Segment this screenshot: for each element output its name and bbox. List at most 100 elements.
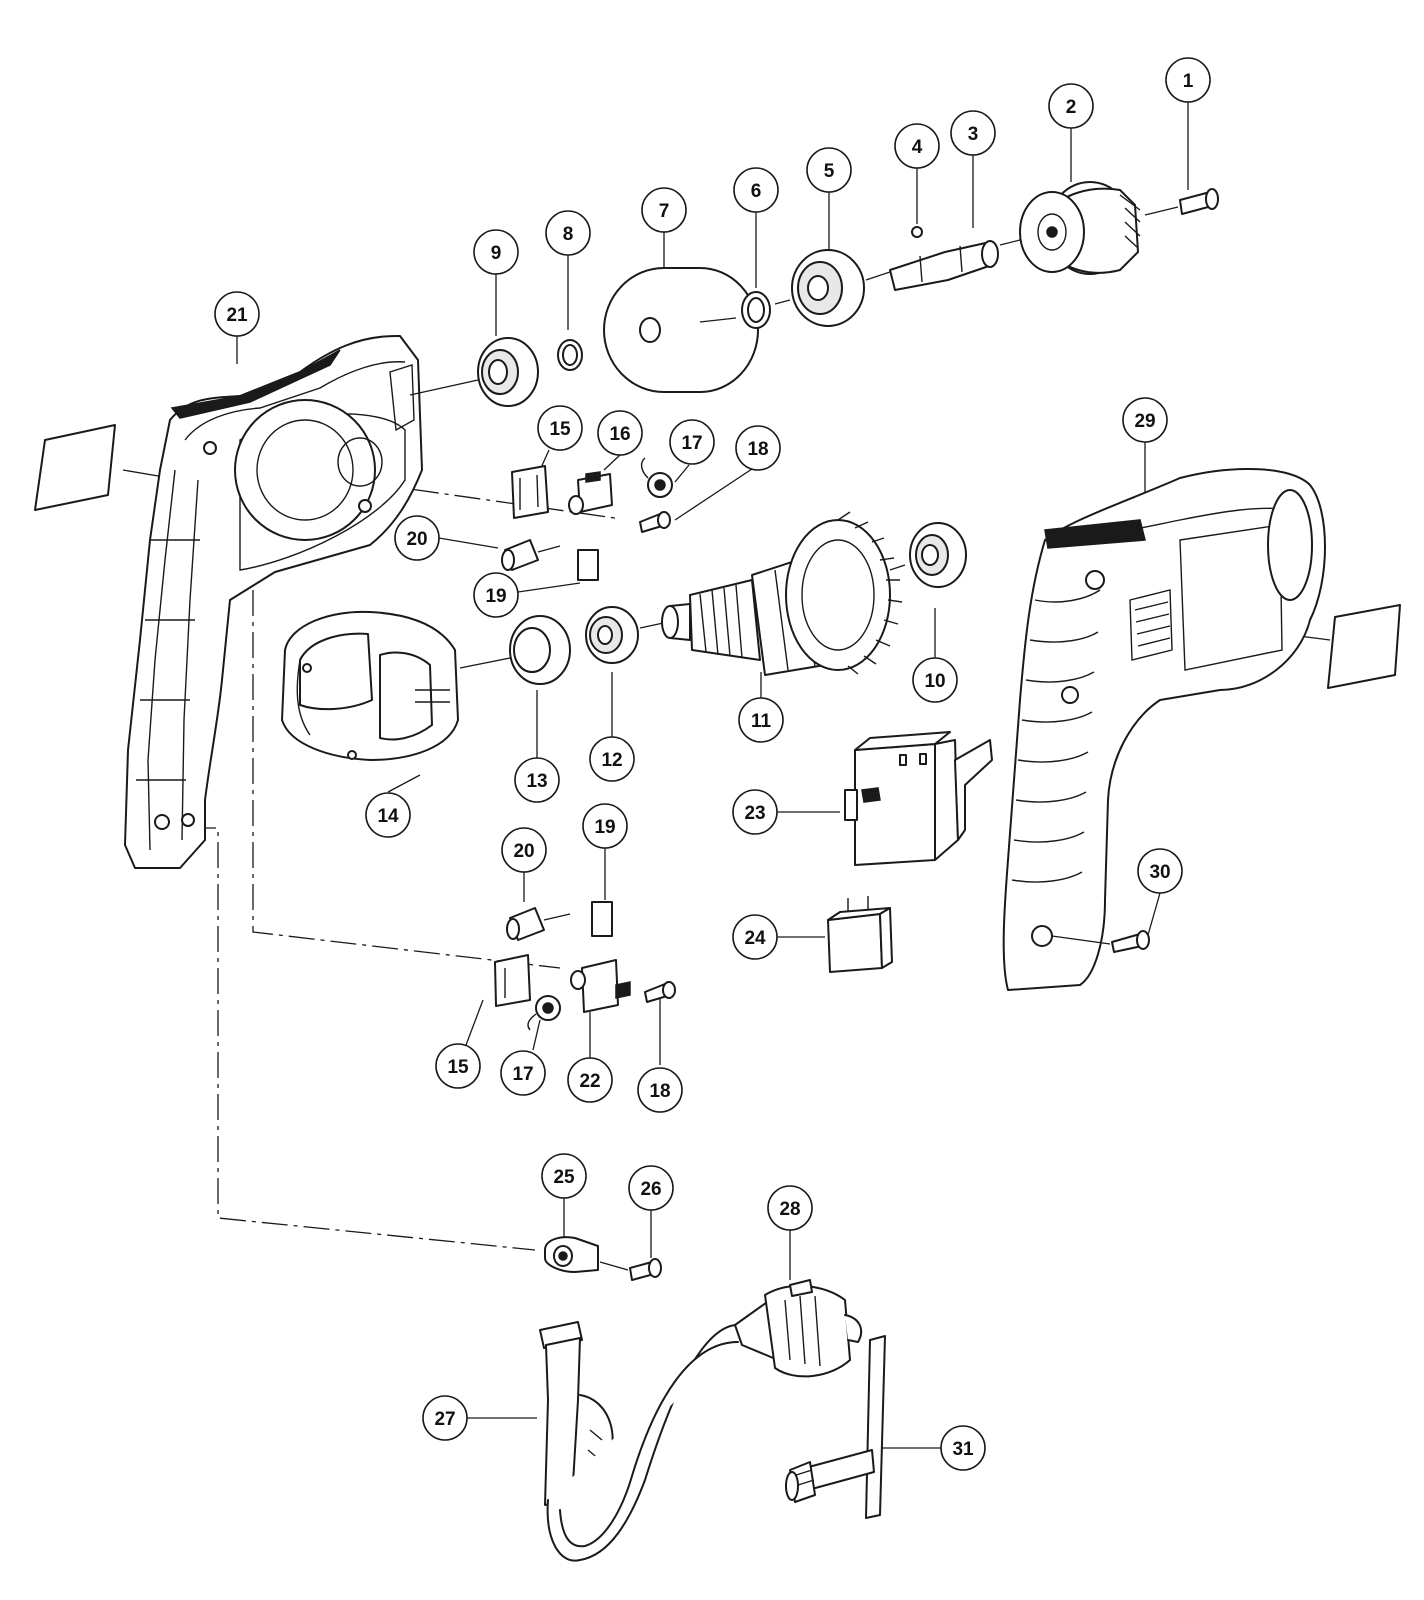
callout-12: 12 [589, 736, 635, 782]
svg-text:18: 18 [649, 1081, 670, 1102]
callout-29: 29 [1122, 397, 1168, 443]
callout-30: 30 [1137, 848, 1183, 894]
right-housing-half [1002, 468, 1326, 991]
svg-text:9: 9 [491, 243, 502, 264]
spring-17-bottom [527, 995, 561, 1031]
svg-text:13: 13 [526, 771, 547, 792]
callout-20-bottom: 20 [501, 827, 547, 873]
svg-text:27: 27 [434, 1409, 455, 1430]
bearing-12 [585, 606, 639, 664]
bearing-10 [909, 522, 967, 588]
screw-18-top [639, 511, 671, 533]
svg-text:18: 18 [747, 439, 768, 460]
capacitor-24 [827, 896, 893, 973]
svg-text:19: 19 [594, 817, 615, 838]
circlip-6 [741, 291, 771, 329]
callout-16: 16 [597, 410, 643, 456]
callout-24: 24 [732, 914, 778, 960]
svg-text:6: 6 [751, 181, 762, 202]
callout-31: 31 [940, 1425, 986, 1471]
callout-19-bottom: 19 [582, 803, 628, 849]
callout-17-bottom: 17 [500, 1050, 546, 1096]
callout-11: 11 [738, 697, 784, 743]
brush-19-bottom [591, 901, 613, 937]
callout-5: 5 [806, 147, 852, 193]
svg-text:26: 26 [640, 1179, 661, 1200]
svg-text:30: 30 [1149, 862, 1170, 883]
callout-14: 14 [365, 792, 411, 838]
callout-1: 1 [1165, 57, 1211, 103]
bearing-9 [477, 337, 539, 407]
svg-text:31: 31 [952, 1439, 974, 1460]
svg-text:11: 11 [751, 711, 772, 732]
callout-17-top: 17 [669, 419, 715, 465]
armature-bearing-leader [889, 564, 906, 571]
svg-text:2: 2 [1066, 97, 1077, 118]
svg-text:15: 15 [447, 1057, 469, 1078]
switch-23 [844, 731, 993, 866]
callout-2: 2 [1048, 83, 1094, 129]
gear-wheel-7 [603, 267, 759, 393]
chuck-key-31 [785, 1335, 886, 1519]
svg-text:4: 4 [912, 137, 923, 158]
housing-screw-leader [1051, 935, 1111, 945]
svg-text:8: 8 [563, 224, 574, 245]
spring-20-top [501, 539, 561, 571]
svg-text:1: 1 [1183, 71, 1194, 92]
svg-text:16: 16 [609, 424, 630, 445]
callout-9: 9 [473, 229, 519, 275]
callout-6: 6 [733, 167, 779, 213]
svg-text:25: 25 [553, 1167, 575, 1188]
brush-19-top [577, 549, 599, 581]
power-cable-27 [539, 1321, 739, 1562]
svg-text:10: 10 [924, 671, 945, 692]
callout-18-bottom: 18 [637, 1067, 683, 1113]
callout-8: 8 [545, 210, 591, 256]
callout-20-top: 20 [394, 515, 440, 561]
svg-text:22: 22 [579, 1071, 600, 1092]
callout-3: 3 [950, 110, 996, 156]
svg-text:5: 5 [824, 161, 835, 182]
armature-rotor-11 [661, 511, 903, 676]
callout-19-top: 19 [473, 572, 519, 618]
baffle-13 [509, 615, 571, 685]
svg-text:7: 7 [659, 201, 670, 222]
screw-26 [629, 1258, 662, 1281]
circlip-8 [557, 339, 583, 371]
stator-14 [281, 610, 459, 761]
spring-20-bottom [506, 907, 571, 941]
cable-clamp-25 [544, 1236, 599, 1273]
brush-holder-22 [570, 959, 631, 1013]
callout-27: 27 [422, 1395, 468, 1441]
svg-text:20: 20 [513, 841, 534, 862]
svg-text:15: 15 [549, 419, 571, 440]
brush-holder-16 [568, 471, 613, 515]
chuck-screw-1 [1179, 188, 1219, 215]
label-plate-left [34, 424, 116, 511]
brush-clip-15-top [511, 465, 549, 519]
callout-15-top: 15 [537, 405, 583, 451]
svg-text:17: 17 [512, 1064, 533, 1085]
svg-text:21: 21 [226, 305, 248, 326]
callout-10: 10 [912, 657, 958, 703]
callout-25: 25 [541, 1153, 587, 1199]
stator-axis-leader [459, 657, 511, 669]
svg-text:19: 19 [485, 586, 506, 607]
svg-text:17: 17 [681, 433, 702, 454]
drill-chuck-2 [1019, 181, 1141, 275]
clamp-screw-leader [599, 1261, 629, 1271]
spindle-3 [889, 240, 999, 291]
callout-13: 13 [514, 757, 560, 803]
svg-text:12: 12 [601, 750, 622, 771]
left-housing-half [124, 334, 423, 869]
housing-screw-30 [1111, 930, 1150, 953]
callout-28: 28 [767, 1185, 813, 1231]
spindle-axis-leaders [409, 206, 1179, 396]
svg-text:20: 20 [406, 529, 427, 550]
svg-text:29: 29 [1134, 411, 1155, 432]
callout-15-bottom: 15 [435, 1043, 481, 1089]
svg-text:23: 23 [744, 803, 765, 824]
callout-4: 4 [894, 123, 940, 169]
ball-4 [911, 226, 923, 238]
